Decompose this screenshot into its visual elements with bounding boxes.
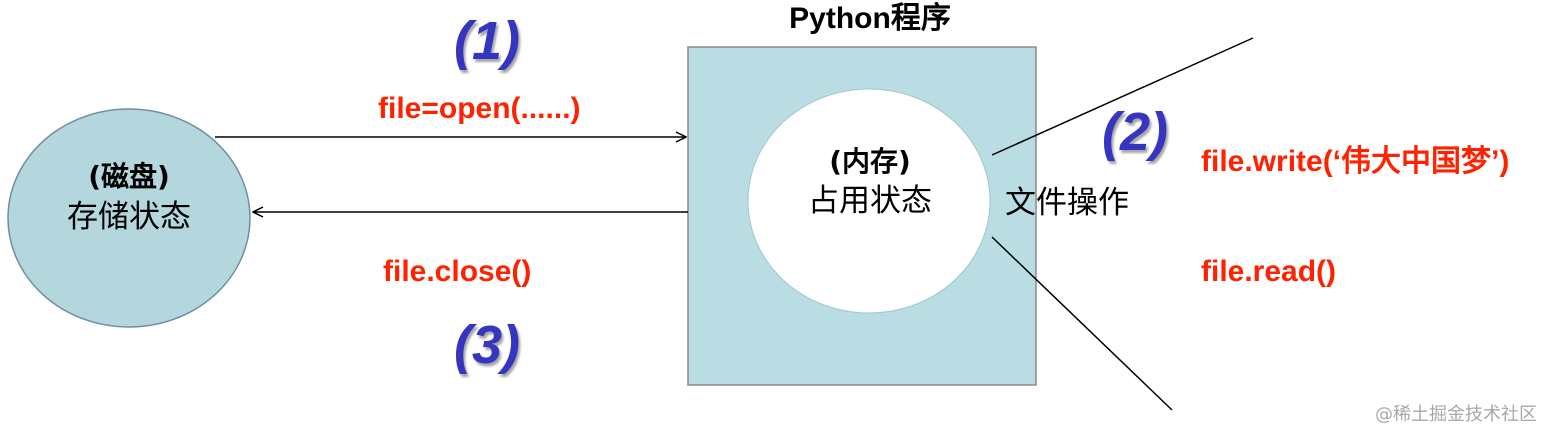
read-code-label: file.read() [1201, 255, 1337, 288]
watermark: @稀土掘金技术社区 [1375, 404, 1537, 425]
memory-label-line2: 占用状态 [808, 183, 932, 219]
write-code-label: file.write(‘伟大中国梦’) [1201, 145, 1510, 178]
open-code-label: file=open(......) [378, 92, 581, 125]
disk-label-line2: 存储状态 [67, 199, 191, 235]
program-title: Python程序 [789, 2, 951, 35]
file-ops-lower-line [991, 236, 1173, 411]
disk-label-line1: (磁盘) [88, 160, 170, 193]
memory-label-line1: (内存) [829, 145, 911, 178]
file-ops-upper-line [991, 37, 1254, 156]
step-2-number: (2) [1102, 102, 1168, 162]
close-code-label: file.close() [383, 255, 532, 288]
disk-circle [7, 108, 251, 328]
file-operations-label: 文件操作 [1005, 185, 1129, 221]
memory-circle [747, 88, 991, 314]
step-3-number: (3) [454, 315, 520, 375]
step-1-number: (1) [454, 11, 520, 71]
